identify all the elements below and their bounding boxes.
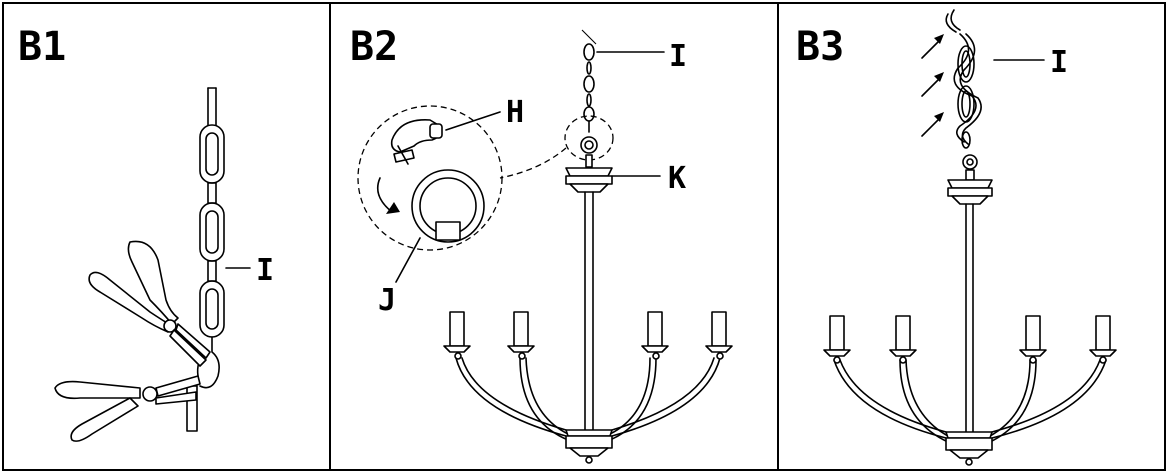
callout-line-h [445,111,501,131]
canopy-b3 [947,169,993,205]
callout-i-b1: I [256,253,274,288]
direction-arrows [921,34,944,137]
chain-b2 [580,29,598,154]
panel-b1-title: B1 [18,24,66,70]
panel-b2: B2 I K [350,24,733,464]
chain-links [186,124,225,432]
panel-b2-title: B2 [350,24,398,70]
callout-j: J [378,283,396,318]
callout-i-b2: I [669,39,687,74]
callout-i-b3: I [1050,45,1068,80]
canopy [565,154,613,193]
chain-b3 [953,33,982,170]
zoom-detail [357,105,503,251]
base-hub-b3 [945,431,993,466]
callout-h: H [506,95,524,130]
pliers-lower [54,375,201,442]
chandelier-arms-b2 [455,357,721,441]
candle-cups-b3 [823,315,1117,364]
panel-b1: B1 I [18,24,274,442]
chandelier-arms-b3 [833,359,1107,443]
panel-b3-title: B3 [796,24,844,70]
pliers-upper [88,240,211,367]
candle-cups-b2 [443,311,733,360]
callout-k: K [668,161,686,196]
base-hub-b2 [565,429,613,464]
callout-line-j [395,237,421,283]
panel-b3: B3 I [796,9,1117,466]
